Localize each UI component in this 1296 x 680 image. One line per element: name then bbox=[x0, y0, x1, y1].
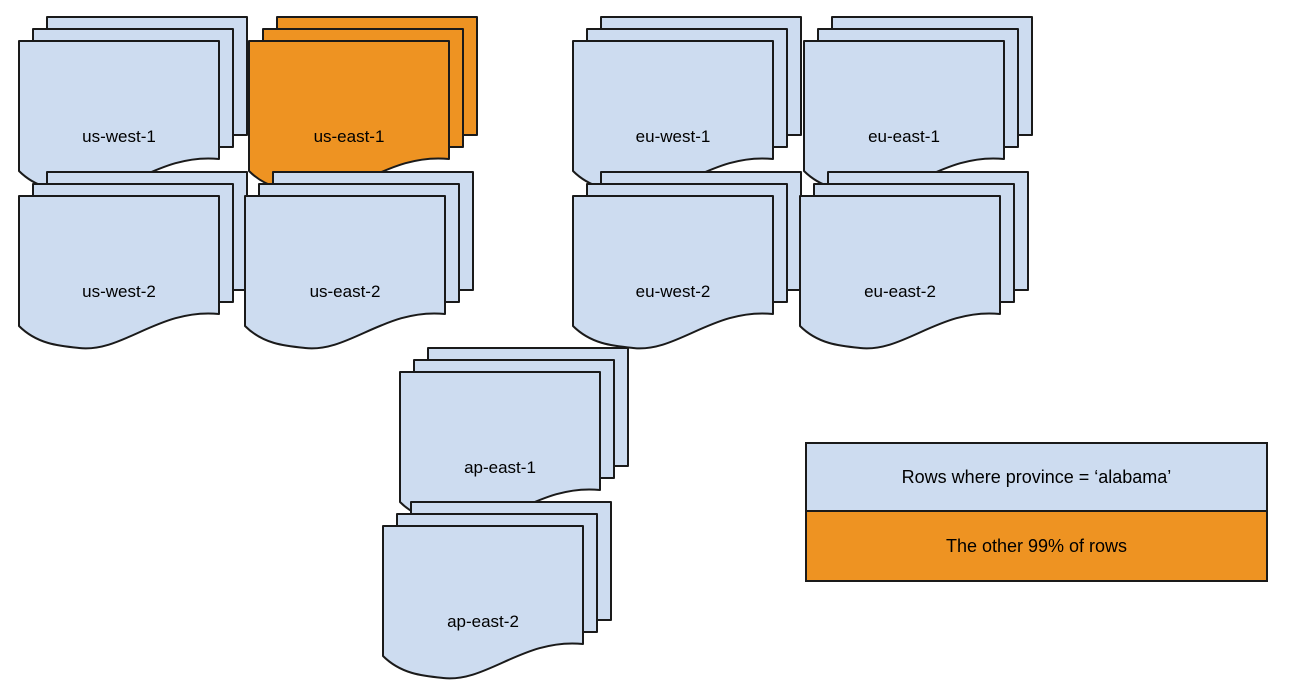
stack-shape-eu-east-1 bbox=[803, 16, 1033, 195]
region-stack-eu-east-1[interactable]: eu-east-1 bbox=[803, 16, 1033, 195]
legend-row-other: The other 99% of rows bbox=[807, 512, 1266, 580]
region-stack-us-east-2[interactable]: us-east-2 bbox=[244, 171, 474, 350]
region-stack-ap-east-2[interactable]: ap-east-2 bbox=[382, 501, 612, 680]
stack-shape-ap-east-2 bbox=[382, 501, 612, 680]
region-stack-us-west-2[interactable]: us-west-2 bbox=[18, 171, 248, 350]
region-stack-us-west-1[interactable]: us-west-1 bbox=[18, 16, 248, 195]
region-stack-eu-west-1[interactable]: eu-west-1 bbox=[572, 16, 802, 195]
stack-shape-us-west-2 bbox=[18, 171, 248, 350]
stack-shape-us-east-2 bbox=[244, 171, 474, 350]
stack-shape-ap-east-1 bbox=[399, 347, 629, 526]
legend-row-alabama: Rows where province = ‘alabama’ bbox=[807, 444, 1266, 512]
region-stack-us-east-1[interactable]: us-east-1 bbox=[248, 16, 478, 195]
legend: Rows where province = ‘alabama’ The othe… bbox=[805, 442, 1268, 582]
stack-shape-eu-east-2 bbox=[799, 171, 1029, 350]
region-stack-eu-east-2[interactable]: eu-east-2 bbox=[799, 171, 1029, 350]
stack-shape-eu-west-1 bbox=[572, 16, 802, 195]
region-stack-eu-west-2[interactable]: eu-west-2 bbox=[572, 171, 802, 350]
stack-shape-eu-west-2 bbox=[572, 171, 802, 350]
legend-label-alabama: Rows where province = ‘alabama’ bbox=[901, 466, 1172, 487]
region-stack-ap-east-1[interactable]: ap-east-1 bbox=[399, 347, 629, 526]
legend-label-other: The other 99% of rows bbox=[945, 535, 1128, 556]
stack-shape-us-east-1 bbox=[248, 16, 478, 195]
stack-shape-us-west-1 bbox=[18, 16, 248, 195]
